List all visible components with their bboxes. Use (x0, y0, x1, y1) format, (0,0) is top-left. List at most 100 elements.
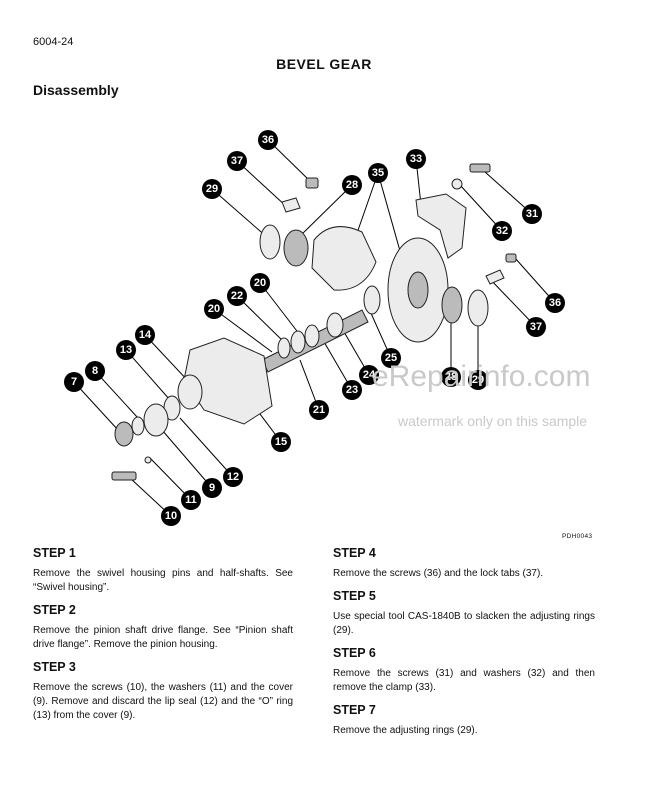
callout-32: 32 (492, 221, 512, 241)
step-7: STEP 7 Remove the adjusting rings (29). (333, 703, 595, 738)
adjusting-ring-29-lower (467, 289, 489, 327)
callout-13: 13 (116, 340, 136, 360)
svg-text:29: 29 (472, 374, 484, 386)
callout-15: 15 (271, 432, 291, 452)
svg-text:33: 33 (410, 153, 422, 165)
callout-12: 12 (223, 467, 243, 487)
svg-text:21: 21 (313, 404, 325, 416)
clamp-33 (415, 193, 467, 259)
svg-text:37: 37 (530, 321, 542, 333)
step-text: Remove the screws (31) and washers (32) … (333, 668, 595, 693)
callout-24: 24 (359, 365, 379, 385)
bearing-22 (290, 330, 306, 354)
shim-20 (277, 337, 291, 359)
steps-left-column: STEP 1 Remove the swivel housing pins an… (33, 546, 293, 731)
step-title: STEP 1 (33, 546, 76, 560)
step-title: STEP 3 (33, 660, 76, 674)
svg-text:23: 23 (346, 384, 358, 396)
callout-29-lower: 29 (468, 370, 488, 390)
step-title: STEP 7 (333, 703, 376, 717)
step-title: STEP 6 (333, 646, 376, 660)
svg-text:20: 20 (208, 303, 220, 315)
svg-text:11: 11 (185, 494, 197, 506)
step-text: Use special tool CAS-1840B to slacken th… (333, 611, 595, 636)
step-6: STEP 6 Remove the screws (31) and washer… (333, 646, 595, 695)
callout-37-right: 37 (526, 317, 546, 337)
callout-11: 11 (181, 490, 201, 510)
cover-9 (143, 403, 169, 437)
svg-text:22: 22 (231, 290, 243, 302)
exploded-view-diagram: 36 37 29 28 35 33 31 32 36 37 20 22 20 1… (64, 130, 565, 526)
bearing-28-upper (283, 229, 309, 267)
svg-text:28: 28 (445, 371, 457, 383)
nut-7 (114, 421, 134, 447)
lip-seal-12 (131, 416, 145, 436)
bearing-28-lower (441, 286, 463, 324)
svg-text:20: 20 (254, 277, 266, 289)
svg-text:37: 37 (231, 155, 243, 167)
step-title: STEP 5 (333, 589, 376, 603)
callout-33: 33 (406, 149, 426, 169)
svg-text:25: 25 (385, 352, 397, 364)
svg-text:35: 35 (372, 167, 384, 179)
svg-text:31: 31 (526, 208, 538, 220)
svg-text:8: 8 (92, 365, 98, 377)
step-text: Remove the adjusting rings (29). (333, 725, 478, 736)
callout-10: 10 (161, 506, 181, 526)
step-text: Remove the screws (10), the washers (11)… (33, 682, 293, 721)
callout-20-left: 20 (204, 299, 224, 319)
svg-text:32: 32 (496, 225, 508, 237)
washer-32 (451, 178, 463, 190)
page-code: 6004-24 (33, 36, 74, 48)
callout-35: 35 (368, 163, 388, 183)
callout-31: 31 (522, 204, 542, 224)
bearing-24 (326, 312, 344, 338)
adjusting-ring-29-upper (259, 224, 281, 260)
screw-31 (469, 163, 491, 173)
differential-35 (311, 226, 377, 291)
step-3: STEP 3 Remove the screws (10), the washe… (33, 660, 293, 723)
parts-drawing (111, 163, 517, 481)
svg-text:28: 28 (346, 179, 358, 191)
screw-10 (111, 471, 137, 481)
o-ring-14 (177, 374, 203, 410)
svg-text:29: 29 (206, 183, 218, 195)
svg-text:10: 10 (165, 510, 177, 522)
step-text: Remove the screws (36) and the lock tabs… (333, 568, 544, 579)
callout-21: 21 (309, 400, 329, 420)
step-title: STEP 2 (33, 603, 76, 617)
callout-36-right: 36 (545, 293, 565, 313)
svg-text:12: 12 (227, 471, 239, 483)
step-text: Remove the pinion shaft drive flange. Se… (33, 625, 293, 650)
step-text: Remove the swivel housing pins and half-… (33, 568, 293, 593)
svg-text:9: 9 (209, 482, 215, 494)
svg-text:7: 7 (71, 376, 77, 388)
callout-36-upper: 36 (258, 130, 278, 150)
callout-20-top: 20 (250, 273, 270, 293)
lock-tab-37-upper (281, 197, 301, 213)
callout-14: 14 (135, 325, 155, 345)
svg-text:14: 14 (139, 329, 152, 341)
callout-28-lower: 28 (441, 367, 461, 387)
lock-tab-37-right (485, 269, 505, 285)
watermark-logo: eRepairinfo.com (372, 360, 591, 393)
step-title: STEP 4 (333, 546, 376, 560)
step-4: STEP 4 Remove the screws (36) and the lo… (333, 546, 595, 581)
callout-8: 8 (85, 361, 105, 381)
callout-23: 23 (342, 380, 362, 400)
callout-22: 22 (227, 286, 247, 306)
callout-7: 7 (64, 372, 84, 392)
callout-28-upper: 28 (342, 175, 362, 195)
callout-9: 9 (202, 478, 222, 498)
step-5: STEP 5 Use special tool CAS-1840B to sla… (333, 589, 595, 638)
screw-36-right (505, 253, 517, 263)
callout-29-upper: 29 (202, 179, 222, 199)
spacer-23 (304, 324, 320, 348)
svg-text:36: 36 (549, 297, 561, 309)
step-2: STEP 2 Remove the pinion shaft drive fla… (33, 603, 293, 652)
callout-37-upper: 37 (227, 151, 247, 171)
callout-25: 25 (381, 348, 401, 368)
page-title: BEVEL GEAR (276, 56, 372, 72)
svg-text:13: 13 (120, 344, 132, 356)
watermark-notice: watermark only on this sample (398, 413, 588, 429)
